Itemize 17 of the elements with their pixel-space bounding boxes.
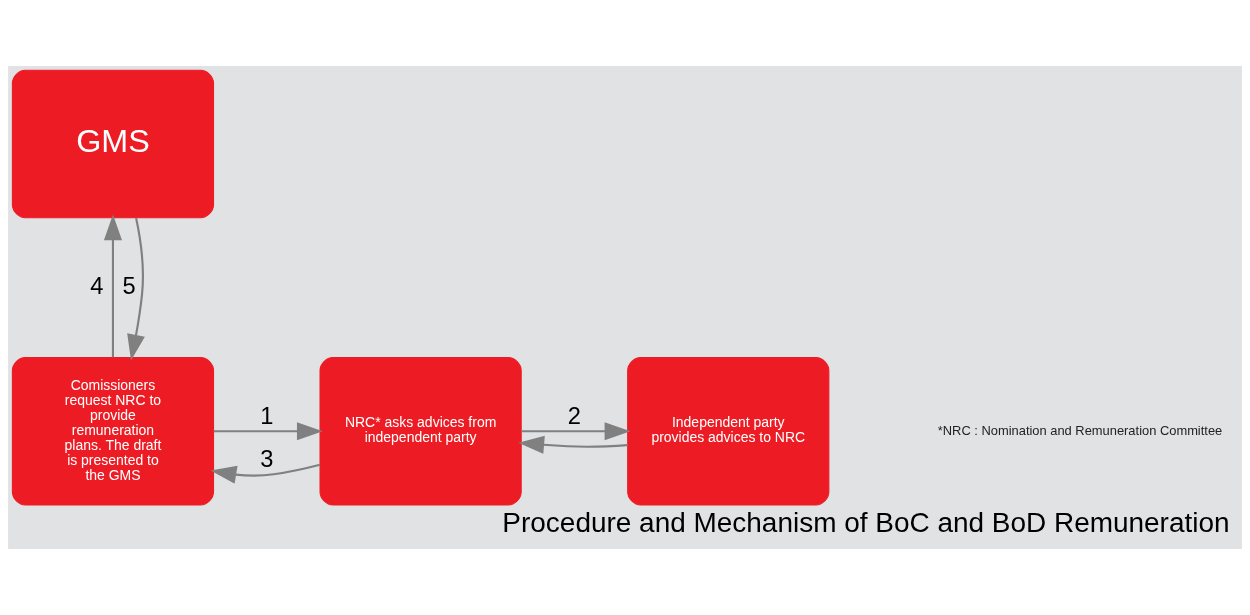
edge-label: 5 (122, 272, 136, 299)
node-box: Independent party provides advices to NRC (627, 356, 830, 506)
arrow (521, 422, 631, 441)
edge-label: 4 (90, 272, 104, 299)
arrow (127, 217, 145, 361)
arrow (518, 435, 628, 454)
node-box: NRC* asks advices from independent party (319, 356, 522, 506)
edge-label: 3 (260, 446, 274, 473)
arrow (103, 214, 122, 358)
diagram-title: Procedure and Mechanism of BoC and BoD Remuneration (502, 506, 1230, 538)
arrow (213, 422, 323, 441)
edge-label: 1 (260, 403, 274, 430)
edge-label: 2 (567, 403, 582, 430)
arrow (210, 463, 321, 484)
label: *NRC : Nomination and Remuneration Committee (937, 422, 1223, 438)
node-box: Comissioners request NRC to provide remuneration plans. The draft is presented to the GMS (11, 356, 215, 506)
node-box: GMS (11, 69, 215, 219)
